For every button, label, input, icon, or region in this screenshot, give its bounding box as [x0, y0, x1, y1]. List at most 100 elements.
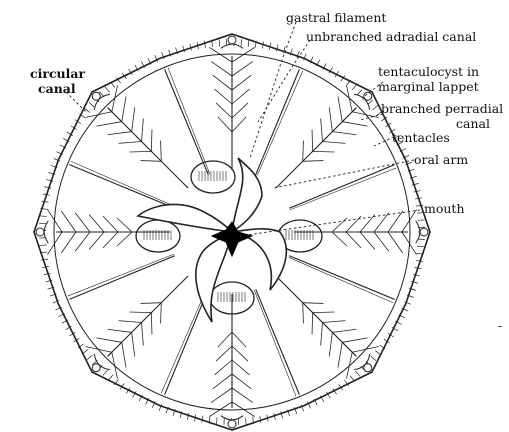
canal-branch: [85, 347, 111, 353]
canal-branch: [360, 214, 375, 232]
adradial-canal-wall: [68, 254, 174, 296]
canal-branch: [214, 360, 232, 375]
perradial-canal: [276, 276, 357, 357]
canal-branch: [112, 85, 118, 111]
adradial-canal: [256, 69, 300, 174]
label-unbranched-adradial-canal: unbranched adradial canal: [306, 29, 476, 44]
tentacle: [248, 40, 249, 47]
tentaculocyst: [228, 36, 236, 44]
label-tentaculocyst-2: marginal lappet: [378, 79, 479, 94]
tentacle: [246, 418, 247, 425]
canal-branch: [321, 119, 323, 142]
canal-branch: [232, 89, 250, 104]
canal-branch: [232, 75, 251, 90]
gastral-pouch: [136, 220, 180, 252]
canal-branch: [213, 374, 232, 389]
tentacle: [105, 87, 110, 92]
canal-branch: [117, 232, 132, 246]
canal-branch: [232, 332, 246, 347]
tentacle: [187, 413, 189, 420]
canal-branch: [96, 122, 121, 126]
gastral-pouch: [191, 161, 235, 193]
perradial-canal: [108, 108, 189, 189]
canal-branch: [61, 232, 76, 253]
canal-branch: [232, 374, 251, 389]
canal-branch: [303, 161, 324, 162]
tentacle: [417, 246, 424, 247]
adradial-canal: [165, 289, 209, 394]
label-oral-arm: oral arm: [414, 152, 468, 167]
canal-branch: [323, 141, 346, 143]
canal-branch: [161, 303, 162, 324]
adradial-canal: [69, 165, 174, 209]
tentacle: [87, 355, 92, 360]
label-circular-canal-2: canal: [38, 81, 76, 96]
tentacle: [40, 216, 47, 217]
oral-arm: [138, 204, 232, 232]
canal-branch: [130, 312, 152, 313]
canal-branch: [89, 232, 104, 250]
canal-branch: [112, 352, 118, 378]
tentacle: [357, 89, 362, 94]
adradial-canal: [165, 69, 209, 174]
canal-branch: [141, 161, 162, 162]
canal-branch: [346, 232, 361, 248]
tentacle: [416, 205, 423, 206]
perradial-canal: [276, 108, 357, 189]
canal-branch: [360, 232, 375, 250]
canal-branch: [213, 75, 232, 90]
canal-branch: [141, 323, 143, 346]
oral-arm: [196, 232, 232, 322]
tentacle: [217, 417, 218, 424]
canal-branch: [119, 141, 142, 143]
tentaculocyst: [420, 228, 428, 236]
adradial-canal-wall: [168, 68, 210, 174]
canal-branch: [232, 117, 246, 132]
canal-branch: [303, 141, 304, 162]
canal-branch: [347, 352, 353, 378]
label-mouth: mouth: [424, 201, 465, 216]
adradial-canal: [256, 289, 300, 394]
canal-branch: [312, 313, 313, 335]
oral-arms: [138, 158, 286, 322]
canal-branch: [151, 130, 152, 152]
canal-branch: [107, 329, 131, 332]
label-tentacles: tentacles: [392, 130, 450, 145]
adradial-canal-wall: [289, 257, 394, 302]
canal-branch: [232, 61, 253, 76]
canal-branch: [119, 321, 142, 323]
marginal-lappet: [44, 221, 48, 243]
adradial-canal-wall: [71, 161, 176, 206]
tentacle: [41, 259, 48, 260]
canal-branch: [321, 323, 323, 346]
canal-branch: [107, 132, 131, 135]
label-branched-perradial-1: branched perradial: [381, 101, 503, 116]
canal-branch: [75, 232, 90, 251]
canal-branch: [374, 213, 389, 232]
labels: circular canal gastral filament unbranch…: [30, 10, 503, 333]
canal-branch: [75, 213, 90, 232]
canal-branch: [329, 332, 332, 356]
canal-branch: [117, 218, 132, 232]
canal-branch: [313, 151, 335, 152]
canal-branch: [103, 216, 118, 232]
tentacle: [371, 356, 376, 361]
label-branched-perradial-2: canal: [456, 116, 490, 131]
canal-branch: [96, 338, 121, 342]
canal-branch: [132, 332, 135, 356]
marginal-lappet: [221, 44, 243, 48]
tentacle: [103, 370, 108, 375]
tentacle: [372, 105, 377, 110]
canal-branch: [329, 107, 332, 131]
canal-branch: [218, 117, 232, 132]
canal-branch: [232, 346, 248, 361]
canal-branch: [332, 232, 347, 246]
adradial-canal: [69, 256, 174, 300]
canal-branch: [211, 61, 232, 76]
tentacle: [274, 413, 276, 420]
canal-branch: [141, 119, 143, 142]
canal-branch: [218, 332, 232, 347]
leader-perradial-canal: [360, 114, 383, 120]
canal-branch: [89, 214, 104, 232]
